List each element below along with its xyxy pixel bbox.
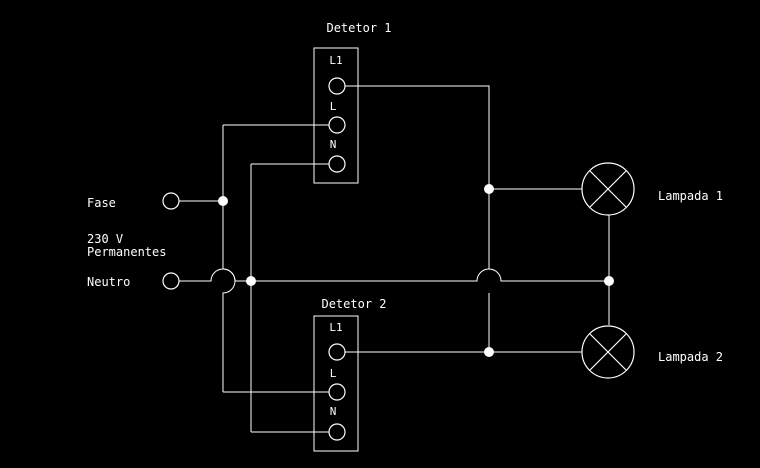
junction-dot	[484, 347, 494, 357]
detector-1-terminal-l-label: L	[330, 100, 337, 113]
lamp-1: Lampada 1	[581, 162, 723, 216]
junction-dot	[246, 276, 256, 286]
detector-1-box	[313, 47, 359, 184]
detector-2-terminal-l1-label: L1	[329, 321, 342, 334]
lamp-2-icon	[581, 325, 635, 379]
neutral-terminal	[162, 272, 180, 290]
supply: Fase 230 V Permanentes Neutro	[87, 192, 180, 290]
detector-1-l1-wire	[345, 85, 490, 269]
lamp-1-label: Lampada 1	[658, 189, 723, 203]
detector-1-terminal-l	[328, 116, 346, 134]
detector-1-terminal-l1	[328, 77, 346, 95]
lamp-1-cross	[589, 170, 627, 208]
detector-2: Detetor 2 L1 L N	[313, 297, 387, 452]
detector-1-terminal-l1-label: L1	[329, 54, 342, 67]
neutral-label: Neutro	[87, 275, 130, 289]
phase-terminal	[162, 192, 180, 210]
detector-2-terminal-l1	[328, 343, 346, 361]
detector-2-terminal-l-label: L	[330, 367, 337, 380]
lamp-2-cross	[589, 333, 627, 371]
phase-label: Fase	[87, 196, 116, 210]
detector-2-title: Detetor 2	[321, 297, 386, 311]
detector-1-terminal-n-label: N	[330, 138, 337, 151]
junction-dot	[484, 184, 494, 194]
detector-2-terminal-n-label: N	[330, 405, 337, 418]
lamp-2: Lampada 2	[581, 325, 723, 379]
junctions	[218, 184, 614, 357]
mode-label: Permanentes	[87, 245, 166, 259]
lamp-2-label: Lampada 2	[658, 350, 723, 364]
lamp-1-icon	[581, 162, 635, 216]
detector-2-terminal-l	[328, 383, 346, 401]
detector-1-terminal-n	[328, 155, 346, 173]
detector-1-title: Detetor 1	[326, 21, 391, 35]
wires	[179, 85, 610, 433]
phase-bus	[222, 125, 236, 392]
detector-2-box	[313, 315, 359, 452]
voltage-label: 230 V	[87, 232, 123, 246]
junction-dot	[604, 276, 614, 286]
junction-dot	[218, 196, 228, 206]
detector-1: Detetor 1 L1 L N	[313, 21, 392, 184]
neutral-wire	[179, 268, 609, 282]
detector-2-terminal-n	[328, 423, 346, 441]
